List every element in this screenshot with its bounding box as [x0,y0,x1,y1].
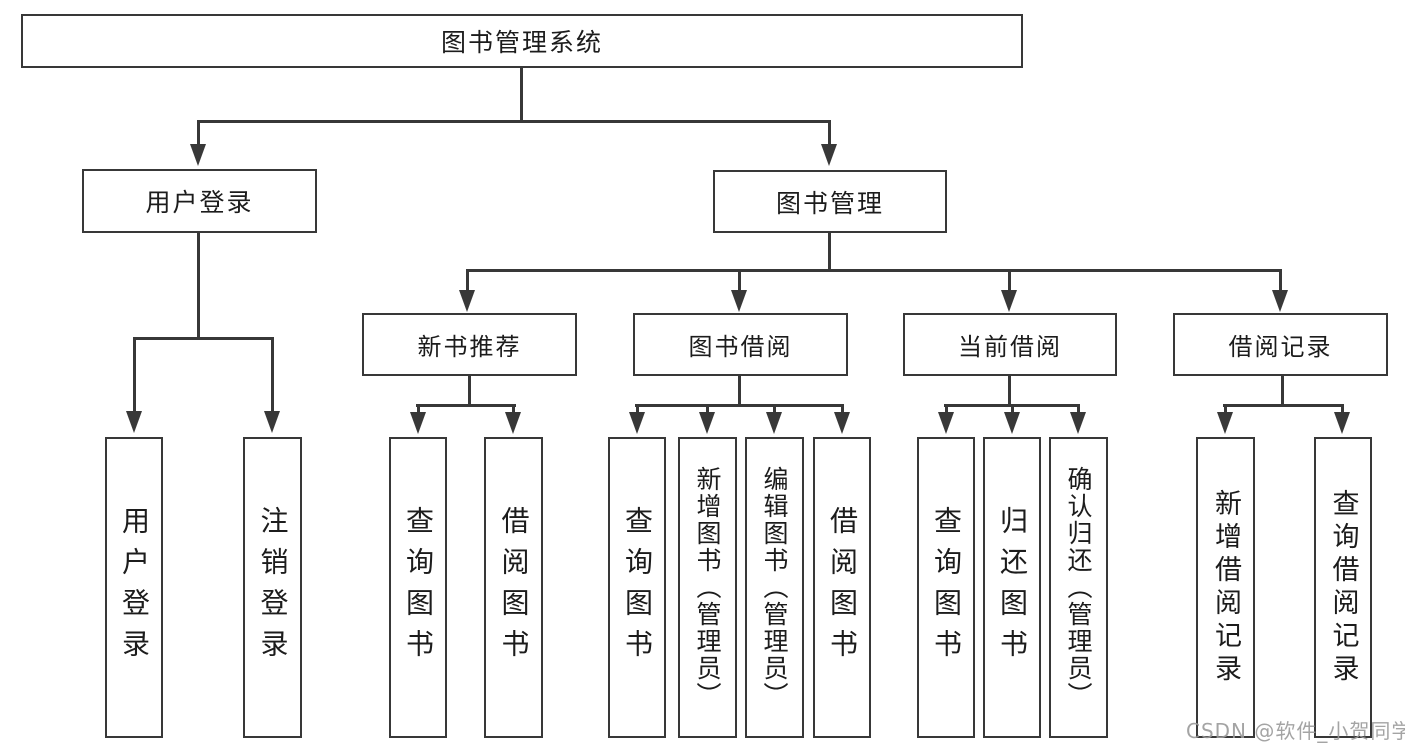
connector-nbr-stem [468,376,471,407]
leaf-bb-borrow-books: 借阅图书 [813,437,871,738]
arrow-down-icon [1272,290,1288,312]
node-book-borrowing-label: 图书借阅 [688,333,793,361]
arrow-down-icon [190,144,206,166]
arrow-down-icon [410,412,426,434]
connector-cb-leaf2-drop [1011,406,1014,414]
connector-borrow-records-drop [1279,272,1282,292]
node-new-book-recommend-label: 新书推荐 [417,333,522,361]
connector-cb-stem [1008,376,1011,407]
leaf-user-login-label: 用户登录 [118,505,151,670]
connector-br-leaf1-drop [1224,406,1227,414]
arrow-down-icon [699,412,715,434]
connector-bb-stem [738,376,741,407]
arrow-down-icon [766,412,782,434]
arrow-down-icon [505,412,521,434]
leaf-bb-add-books-admin: 新增图书（管理员） [678,437,737,738]
leaf-bb-edit-books-admin-label: 编辑图书（管理员） [760,466,789,709]
leaf-bb-borrow-books-label: 借阅图书 [826,505,859,670]
arrow-down-icon [126,411,142,433]
connector-nbr-leaf1-drop [417,406,420,414]
connector-cb-leaf1-drop [945,406,948,414]
node-borrowing-records-label: 借阅记录 [1228,333,1333,361]
connector-bb-leaf3-drop [773,406,776,414]
connector-cb-rail [944,404,1080,407]
connector-cb-leaf3-drop [1077,406,1080,414]
csdn-watermark: CSDN @软件_小贺同学 [1186,719,1405,743]
connector-br-leaf2-drop [1341,406,1344,414]
arrow-down-icon [1004,412,1020,434]
node-root-label: 图书管理系统 [440,28,603,57]
connector-user-login-rail [133,337,274,340]
node-borrowing-records: 借阅记录 [1173,313,1388,376]
leaf-bb-edit-books-admin: 编辑图书（管理员） [745,437,804,738]
connector-bb-leaf4-drop [841,406,844,414]
connector-user-login-drop [197,120,200,146]
connector-bb-leaf1-drop [636,406,639,414]
leaf-bb-add-books-admin-label: 新增图书（管理员） [693,466,722,709]
leaf-cb-return-books: 归还图书 [983,437,1041,738]
node-current-borrowing: 当前借阅 [903,313,1117,376]
connector-current-borrow-drop [1008,272,1011,292]
leaf-br-add-record-label: 新增借阅记录 [1210,488,1241,687]
node-current-borrowing-label: 当前借阅 [958,333,1062,361]
leaf-nbr-query-books: 查询图书 [389,437,447,738]
connector-level2-rail [197,120,831,123]
connector-leaf-logout-drop [271,337,274,413]
node-book-management: 图书管理 [713,170,947,233]
arrow-down-icon [1001,290,1017,312]
leaf-cb-confirm-return-admin: 确认归还（管理员） [1049,437,1108,738]
leaf-bb-query-books: 查询图书 [608,437,666,738]
arrow-down-icon [1217,412,1233,434]
connector-leaf-login-drop [133,337,136,413]
leaf-br-query-record: 查询借阅记录 [1314,437,1372,738]
leaf-bb-query-books-label: 查询图书 [621,505,654,670]
connector-bb-rail [635,404,844,407]
connector-book-borrow-drop [738,272,741,292]
arrow-down-icon [1070,412,1086,434]
node-root: 图书管理系统 [21,14,1023,68]
leaf-cb-return-books-label: 归还图书 [996,505,1029,670]
arrow-down-icon [938,412,954,434]
connector-book-mgmt-stem [828,233,831,272]
leaf-logout-label: 注销登录 [256,505,290,670]
connector-root-stem [520,68,523,120]
arrow-down-icon [264,411,280,433]
arrow-down-icon [629,412,645,434]
node-user-login-label: 用户登录 [145,188,254,217]
arrow-down-icon [731,290,747,312]
connector-new-book-drop [466,272,469,292]
leaf-user-login: 用户登录 [105,437,163,738]
connector-nbr-rail [416,404,516,407]
connector-book-mgmt-drop [828,120,831,146]
arrow-down-icon [459,290,475,312]
leaf-cb-query-books-label: 查询图书 [930,505,963,670]
leaf-br-add-record: 新增借阅记录 [1196,437,1255,738]
arrow-down-icon [834,412,850,434]
leaf-nbr-borrow-books: 借阅图书 [484,437,543,738]
connector-br-stem [1281,376,1284,407]
node-new-book-recommend: 新书推荐 [362,313,577,376]
connector-user-login-stem [197,233,200,337]
connector-level3-rail [466,269,1282,272]
leaf-cb-confirm-return-admin-label: 确认归还（管理员） [1064,466,1093,709]
node-user-login: 用户登录 [82,169,317,233]
leaf-br-query-record-label: 查询借阅记录 [1327,488,1359,687]
leaf-nbr-borrow-books-label: 借阅图书 [497,505,531,670]
leaf-cb-query-books: 查询图书 [917,437,975,738]
connector-nbr-leaf2-drop [512,406,515,414]
connector-bb-leaf2-drop [706,406,709,414]
arrow-down-icon [1334,412,1350,434]
leaf-nbr-query-books-label: 查询图书 [402,505,435,670]
arrow-down-icon [821,144,837,166]
node-book-borrowing: 图书借阅 [633,313,848,376]
connector-br-rail [1223,404,1344,407]
node-book-management-label: 图书管理 [775,188,884,218]
leaf-logout: 注销登录 [243,437,302,738]
